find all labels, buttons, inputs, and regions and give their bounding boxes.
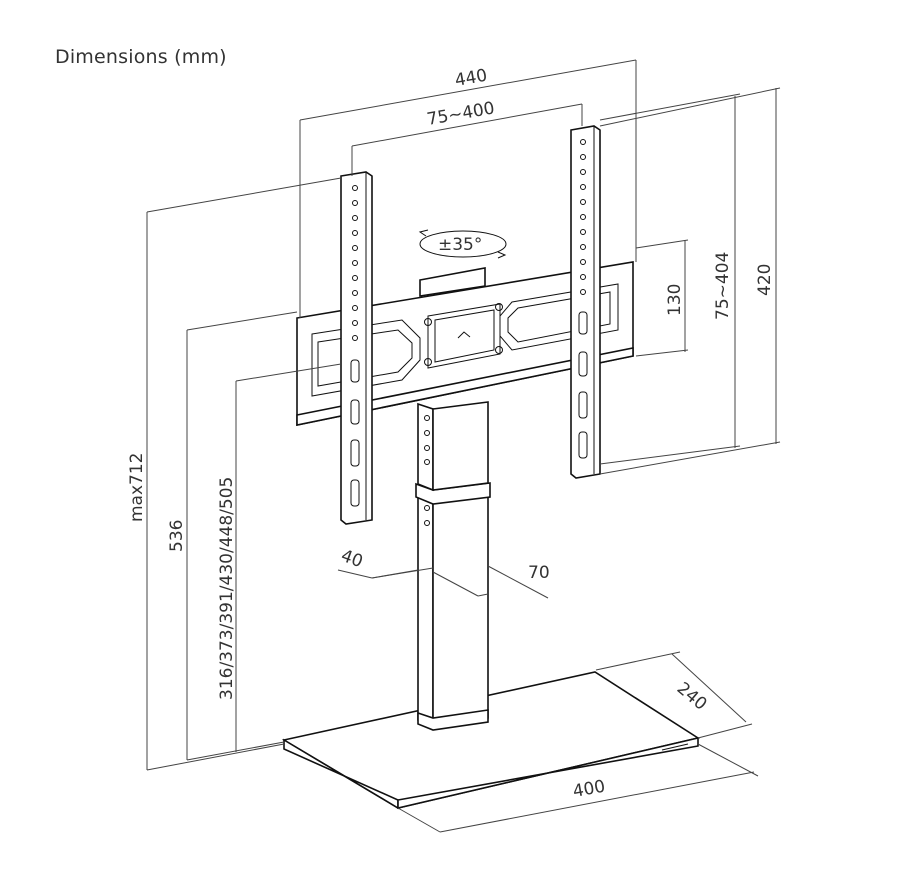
plate-height-label: 130 [665,284,685,316]
tilt-label: ±35° [438,235,482,255]
pole [415,401,491,731]
dimension-lines [146,59,781,833]
right-vertical-arm [570,125,601,479]
pole-depth-label: 40 [338,546,365,572]
mounting-plate [296,261,634,426]
hole-height-label: 75~404 [713,252,733,320]
hole-width-label: 75~400 [425,98,496,130]
height-settings-label: 316/373/391/430/448/505 [217,477,237,700]
max-height-label: max712 [127,453,147,523]
pole-width-label: 70 [528,563,550,583]
arm-height-label: 420 [755,264,775,296]
page-title: Dimensions (mm) [55,46,227,68]
base-plate [281,671,701,810]
left-vertical-arm [340,171,373,525]
pole-height-label: 536 [167,520,187,552]
tilt-indicator [418,229,507,259]
base-width-label: 400 [571,777,606,802]
